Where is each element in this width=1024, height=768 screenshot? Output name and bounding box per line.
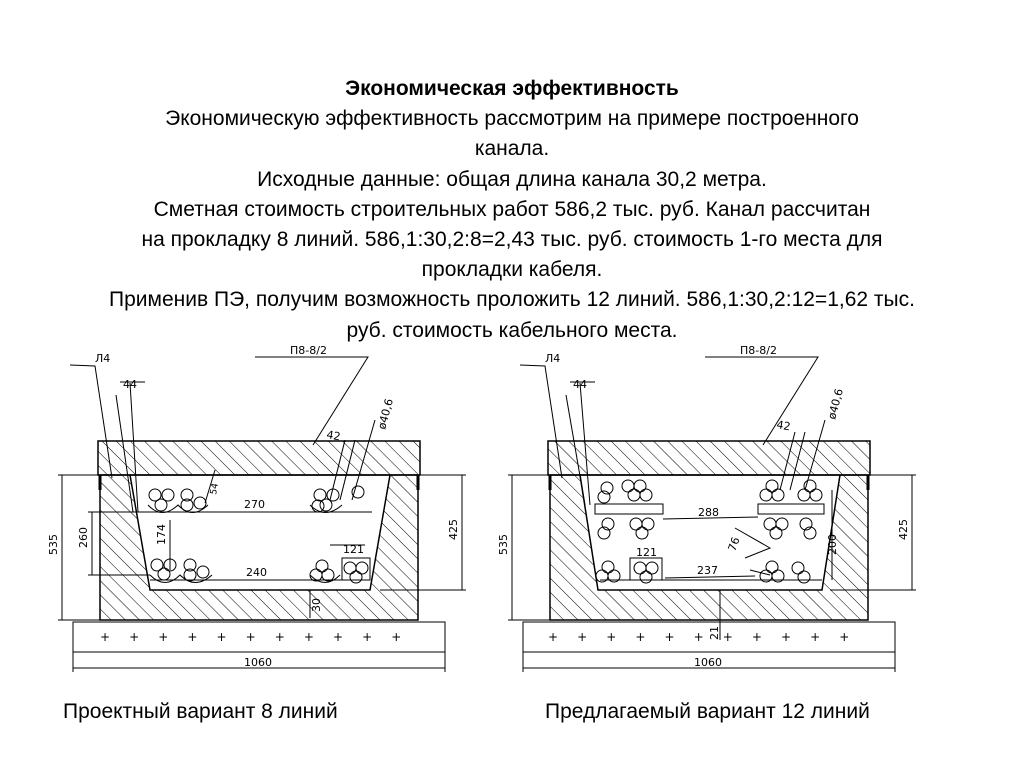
right-channel-drawing: + + + + + + + + + + + (508, 356, 916, 672)
left-label-425: 425 (447, 519, 460, 540)
text-line-8: руб. стоимость кабельного места. (346, 318, 678, 342)
left-label-54: 54 (209, 482, 221, 495)
slide-text: Экономическая эффективность Экономическу… (0, 74, 1024, 346)
right-cable-group (595, 479, 823, 584)
right-label-425: 425 (897, 519, 910, 540)
left-label-42: 42 (325, 428, 341, 443)
text-line-3: Исходные данные: общая длина канала 30,2… (257, 167, 767, 191)
left-caption: Проектный вариант 8 линий (63, 700, 338, 723)
text-line-6: прокладки кабеля. (421, 258, 603, 282)
right-label-d40: ø40,6 (825, 387, 846, 421)
left-label-260: 260 (77, 527, 90, 548)
left-label-p8: П8-8/2 (290, 344, 327, 357)
left-cable-group (148, 485, 369, 584)
right-label-44: 44 (573, 378, 587, 391)
left-label-d40: ø40,6 (375, 397, 396, 431)
text-line-7: Применив ПЭ, получим возможность проложи… (109, 288, 915, 312)
right-label-237: 237 (697, 564, 718, 577)
left-label-l4: Л4 (95, 352, 110, 365)
channel-drawings: + + + + + + + + + + + (47, 344, 916, 672)
left-label-174: 174 (155, 524, 168, 545)
left-bedding (72, 621, 446, 653)
right-label-288: 288 (698, 506, 719, 519)
text-line-1: Экономическую эффективность рассмотрим н… (165, 107, 859, 131)
slide-heading: Экономическая эффективность (345, 77, 679, 100)
right-label-1060: 1060 (694, 656, 722, 669)
right-label-121: 121 (636, 546, 657, 559)
right-bedding (522, 621, 896, 653)
svg-text:+ + + + +: + + + + + + + + + + + (548, 630, 849, 644)
left-label-270: 270 (244, 498, 265, 511)
right-label-l4: Л4 (545, 352, 560, 365)
left-label-44: 44 (123, 378, 137, 391)
right-label-p8: П8-8/2 (740, 344, 777, 357)
left-label-1060: 1060 (244, 656, 272, 669)
left-cover-plate (97, 440, 421, 476)
text-line-4: Сметная стоимость строительных работ 586… (153, 197, 871, 221)
left-channel-body (99, 474, 419, 621)
right-label-42: 42 (775, 418, 791, 433)
svg-text:+ + + + +: + + + + + + + + + + + (100, 630, 401, 644)
text-line-2: канала. (474, 137, 550, 161)
right-label-200: 200 (826, 534, 839, 555)
left-label-121: 121 (343, 543, 364, 556)
left-dimension-labels: Л4 П8-8/2 44 42 ø40,6 54 270 240 174 121… (47, 344, 460, 669)
left-label-30: 30 (310, 598, 323, 612)
text-line-5: на прокладку 8 линий. 586,1:30,2:8=2,43 … (141, 228, 883, 252)
left-channel-drawing: + + + + + + + + + + + (58, 356, 466, 672)
right-label-21: 21 (708, 626, 721, 640)
right-caption: Предлагаемый вариант 12 линий (545, 700, 870, 723)
right-cover-plate (547, 440, 871, 476)
right-label-535: 535 (497, 534, 510, 555)
right-label-76: 76 (726, 535, 743, 553)
left-label-535: 535 (47, 534, 60, 555)
left-label-240: 240 (246, 566, 267, 579)
